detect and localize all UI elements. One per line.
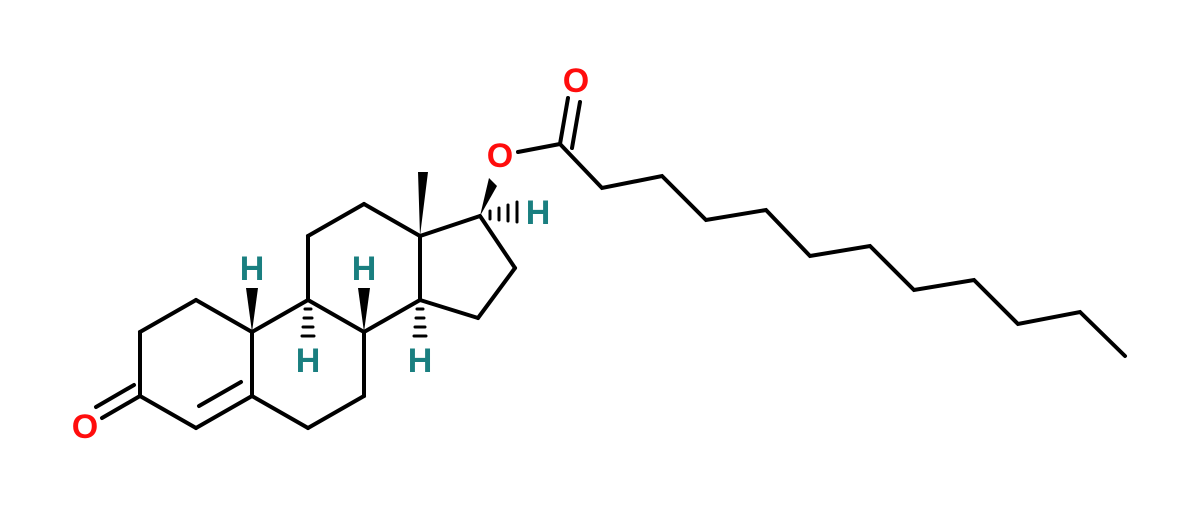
alkyl-chain <box>558 142 1127 358</box>
bond <box>476 266 517 320</box>
wedge-bond-c8-h <box>358 288 370 332</box>
ester-carbonyl-double-bond <box>558 96 570 146</box>
wedge-bond-c17-oxygen <box>480 178 497 216</box>
bond <box>516 142 562 154</box>
bond <box>306 298 366 334</box>
bond <box>250 298 310 334</box>
bond <box>306 202 366 238</box>
hashed-bond-c17-h <box>488 200 519 224</box>
double-bond-inner <box>197 380 243 408</box>
bond <box>418 298 480 320</box>
bond <box>138 394 198 430</box>
wedge-bond-methyl <box>418 172 428 236</box>
oxygen-atom-ester: O <box>487 137 513 175</box>
hashed-bond-c9-h <box>300 307 316 338</box>
ester-carbonyl-double-bond <box>570 100 582 150</box>
oxygen-atom-ester-carbonyl: O <box>563 62 589 100</box>
hydrogen-atom-c8: H <box>352 250 377 288</box>
bond <box>194 298 254 334</box>
bond <box>478 214 517 270</box>
wedge-bond-c10-h <box>246 288 258 332</box>
bond <box>138 298 198 334</box>
hydrogen-atom-c14: H <box>408 342 433 380</box>
ketone-double-bond <box>94 383 136 409</box>
ketone-double-bond <box>100 394 142 420</box>
bond <box>306 394 366 430</box>
bond <box>362 202 422 238</box>
hashed-bond-c14-h <box>412 307 428 338</box>
hydrogen-atom-c9: H <box>296 342 321 380</box>
hydrogen-atom-c10: H <box>240 250 265 288</box>
hydrogen-atom-c17: H <box>526 194 551 232</box>
bond <box>362 298 422 334</box>
oxygen-atom-ketone: O <box>72 408 98 446</box>
bond <box>250 394 310 430</box>
bond <box>194 394 254 430</box>
bond <box>418 214 482 238</box>
